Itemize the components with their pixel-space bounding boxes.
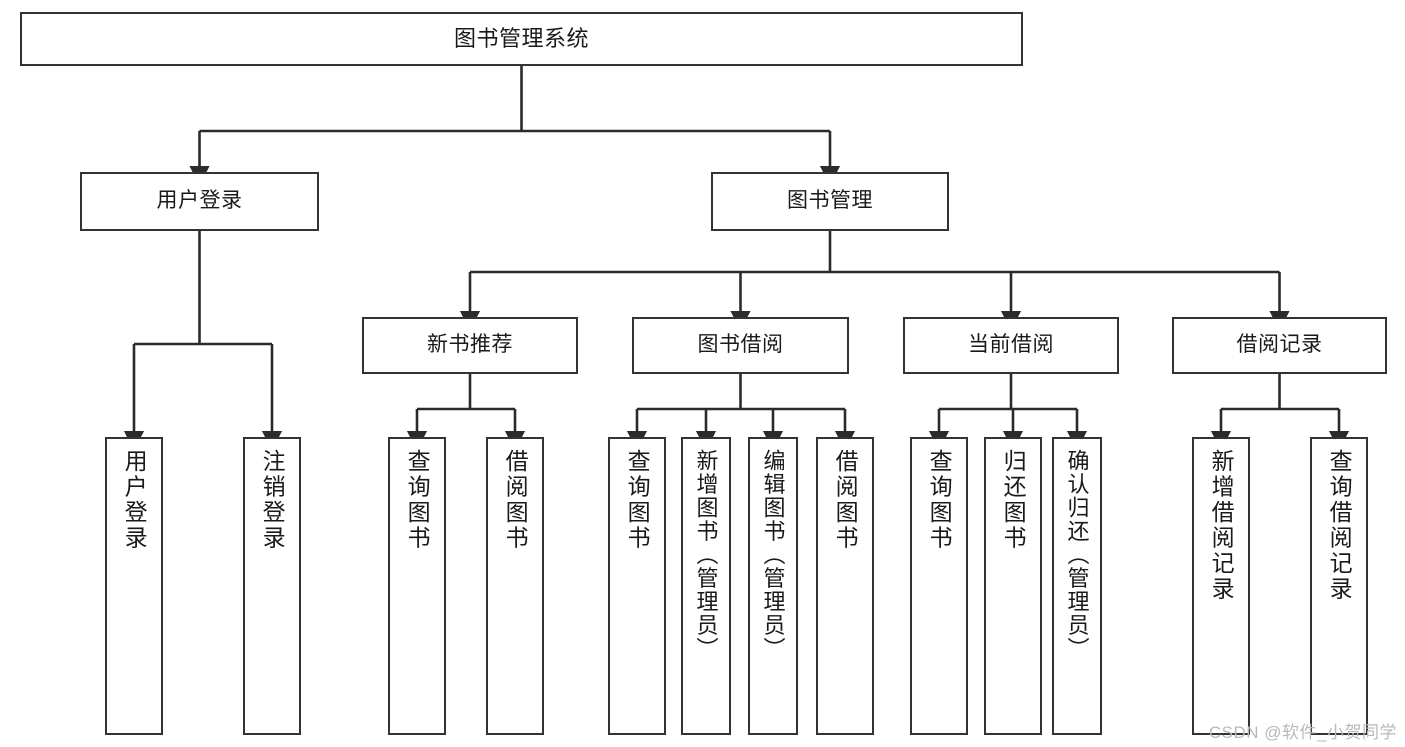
node-label: 注销登录	[259, 449, 286, 551]
node-leaf-query-book-1[interactable]: 查询图书	[388, 437, 446, 735]
node-leaf-user-login[interactable]: 用户登录	[105, 437, 163, 735]
node-leaf-borrow-book-2[interactable]: 借阅图书	[816, 437, 874, 735]
node-label: 查询图书	[624, 449, 651, 551]
node-root[interactable]: 图书管理系统	[20, 12, 1023, 66]
node-label: 图书管理系统	[453, 26, 589, 52]
node-book-borrow[interactable]: 图书借阅	[632, 317, 849, 374]
node-leaf-edit-book[interactable]: 编辑图书（管理员）	[748, 437, 798, 735]
node-label: 归还图书	[1000, 449, 1027, 551]
node-leaf-logout[interactable]: 注销登录	[243, 437, 301, 735]
node-leaf-query-record[interactable]: 查询借阅记录	[1310, 437, 1368, 735]
node-label: 借阅图书	[832, 449, 859, 551]
node-leaf-add-record[interactable]: 新增借阅记录	[1192, 437, 1250, 735]
node-leaf-query-book-3[interactable]: 查询图书	[910, 437, 968, 735]
node-label: 确认归还（管理员）	[1064, 449, 1090, 661]
node-new-book-recommend[interactable]: 新书推荐	[362, 317, 578, 374]
node-borrow-record[interactable]: 借阅记录	[1172, 317, 1387, 374]
node-label: 查询图书	[404, 449, 431, 551]
node-leaf-confirm-return[interactable]: 确认归还（管理员）	[1052, 437, 1102, 735]
node-label: 用户登录	[156, 189, 243, 213]
node-current-borrow[interactable]: 当前借阅	[903, 317, 1119, 374]
node-label: 借阅记录	[1236, 333, 1323, 357]
node-label: 图书借阅	[697, 333, 784, 357]
node-leaf-borrow-book-1[interactable]: 借阅图书	[486, 437, 544, 735]
node-label: 新增图书（管理员）	[693, 449, 719, 661]
node-label: 当前借阅	[968, 333, 1054, 357]
node-book-manage[interactable]: 图书管理	[711, 172, 949, 231]
node-label: 编辑图书（管理员）	[760, 449, 786, 661]
node-label: 新增借阅记录	[1208, 449, 1235, 602]
node-label: 查询图书	[926, 449, 953, 551]
csdn-watermark: CSDN @软件_小贺同学	[1208, 723, 1397, 742]
node-leaf-add-book[interactable]: 新增图书（管理员）	[681, 437, 731, 735]
node-label: 查询借阅记录	[1326, 449, 1353, 602]
node-leaf-query-book-2[interactable]: 查询图书	[608, 437, 666, 735]
node-leaf-return-book[interactable]: 归还图书	[984, 437, 1042, 735]
node-label: 借阅图书	[502, 449, 529, 551]
node-label: 用户登录	[121, 449, 148, 551]
node-user-login[interactable]: 用户登录	[80, 172, 319, 231]
node-label: 新书推荐	[427, 333, 513, 357]
node-label: 图书管理	[787, 189, 873, 213]
